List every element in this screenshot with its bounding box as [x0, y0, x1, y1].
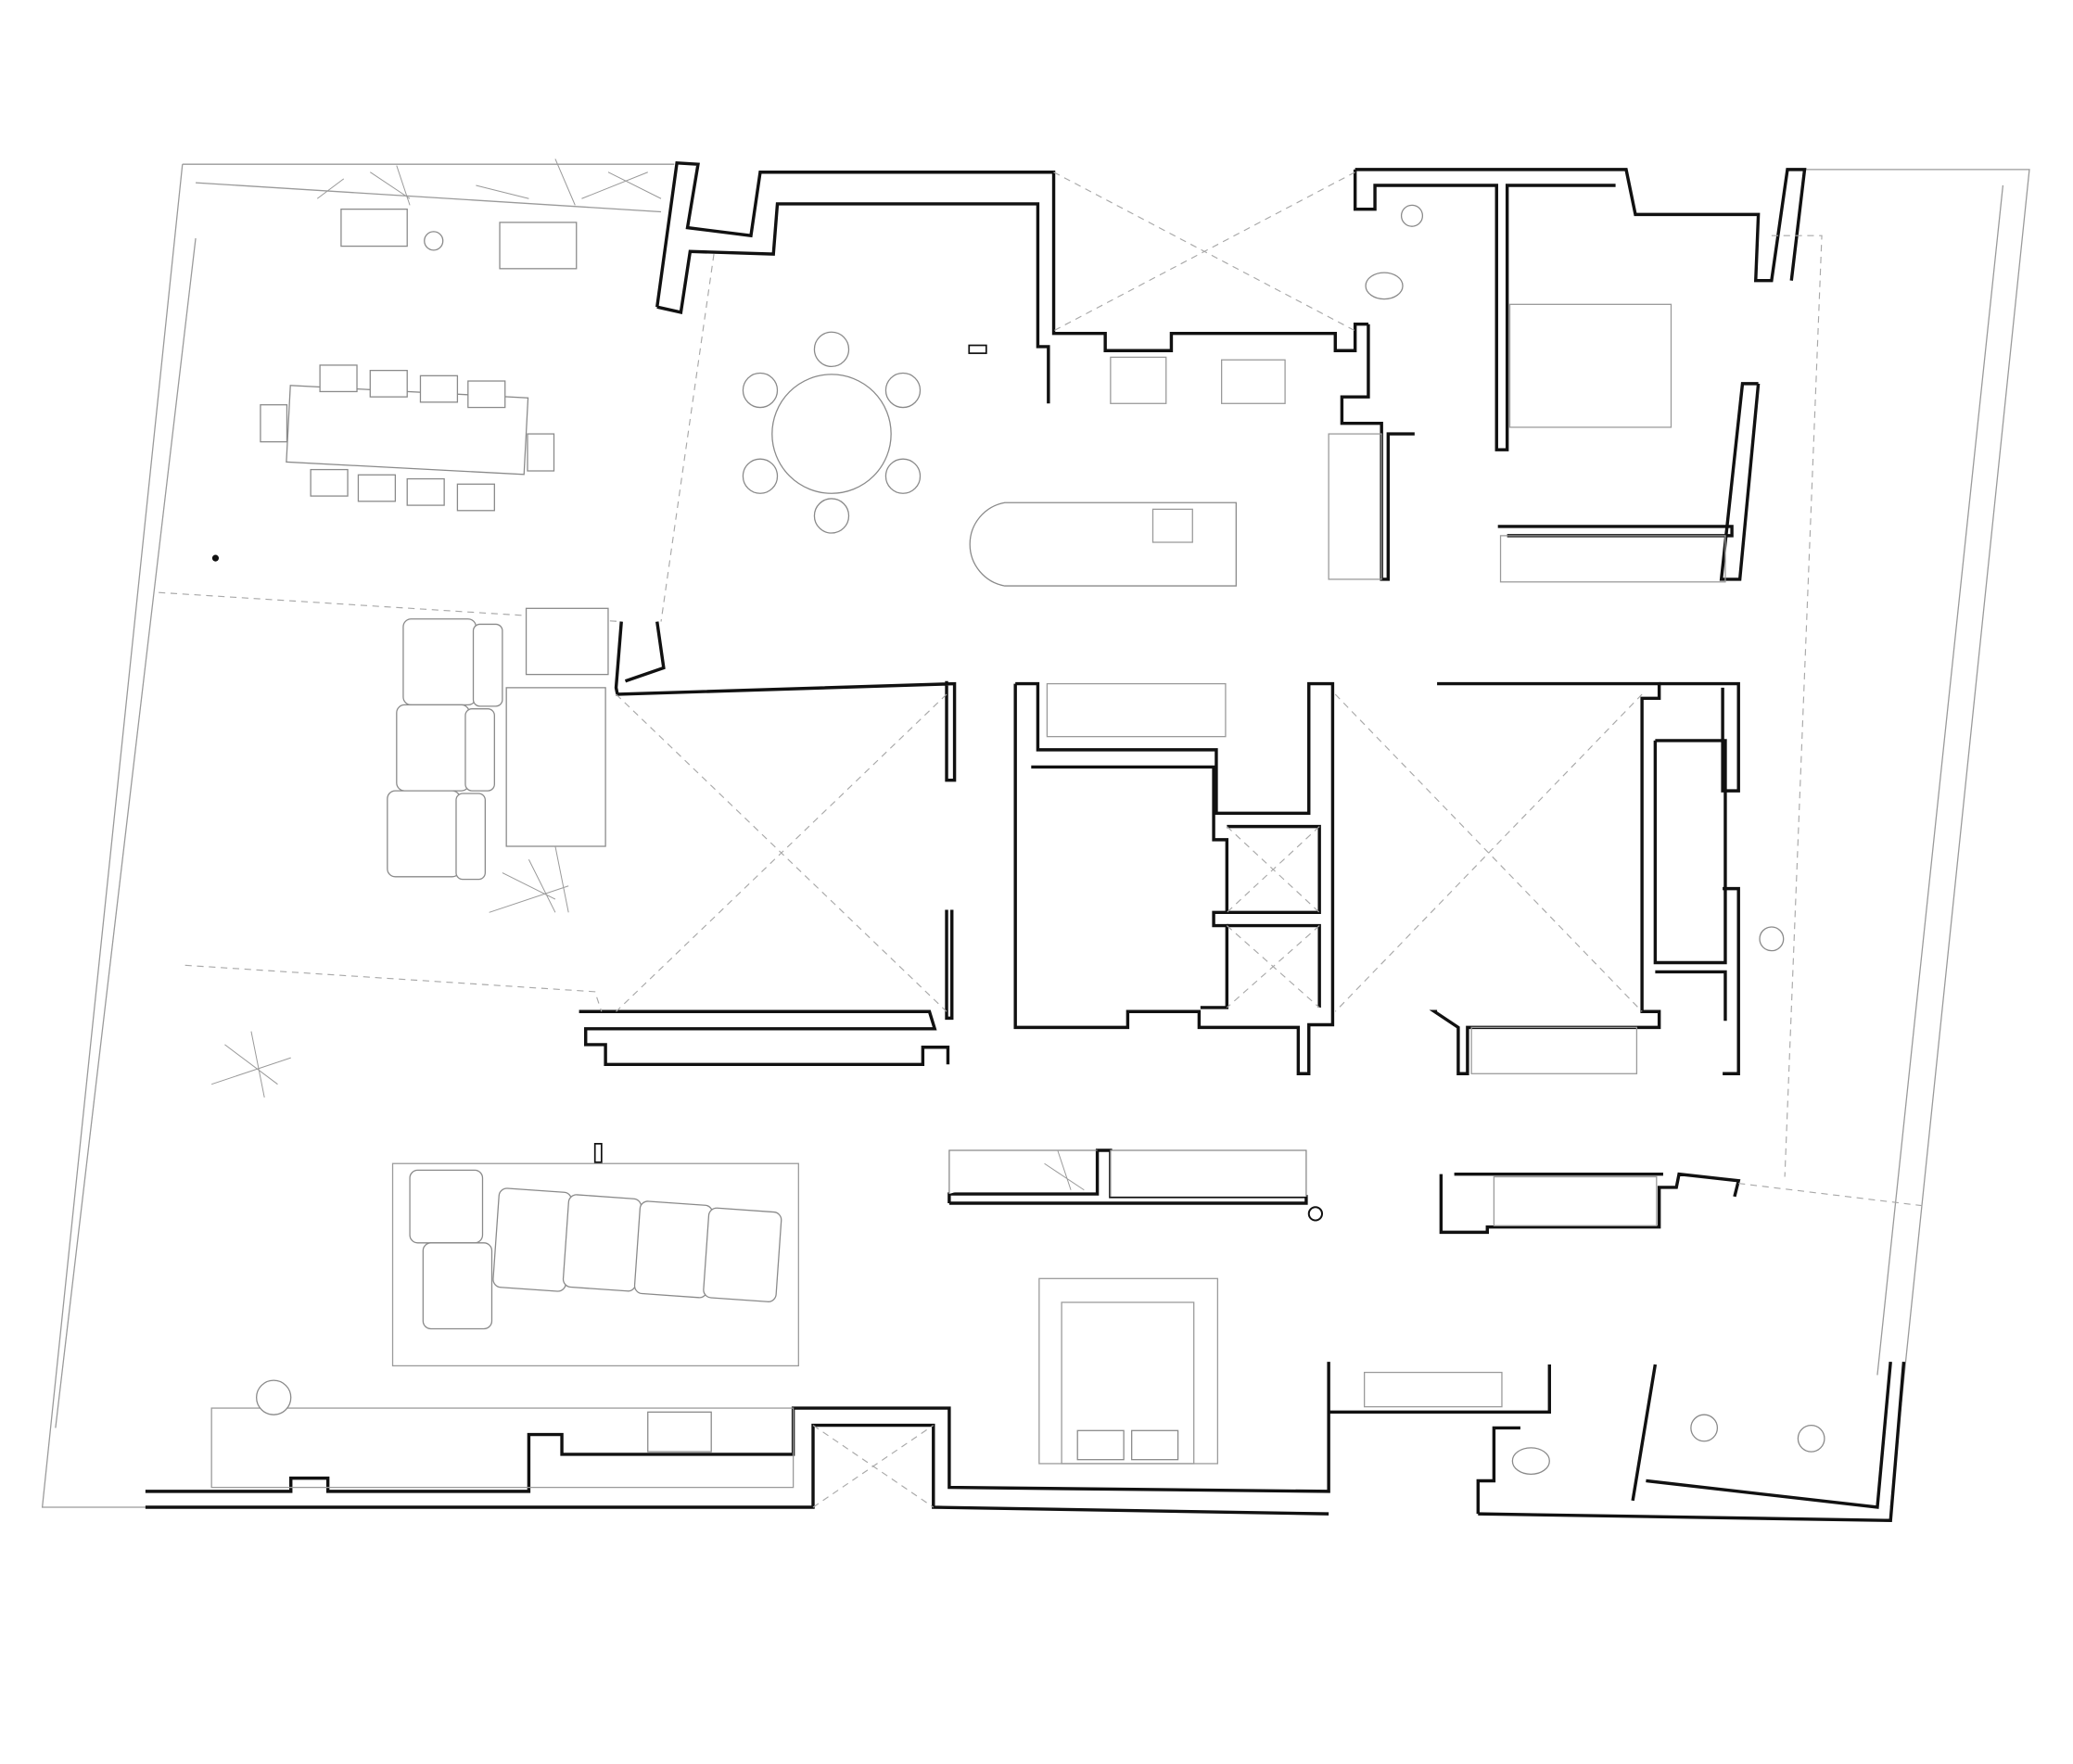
round-dining-table [742, 331, 922, 534]
plants [211, 159, 1085, 1191]
hidden-lines [159, 171, 1924, 1508]
interior-lines [210, 303, 1726, 1489]
fixtures [211, 204, 1825, 1475]
walls [145, 160, 1906, 1523]
lounge-sofa [409, 1169, 782, 1330]
outdoor-sofa [387, 607, 609, 881]
bedroom-bed [1076, 1429, 1179, 1461]
site-boundary [41, 163, 2030, 1508]
dining-table-outdoor [260, 364, 555, 512]
